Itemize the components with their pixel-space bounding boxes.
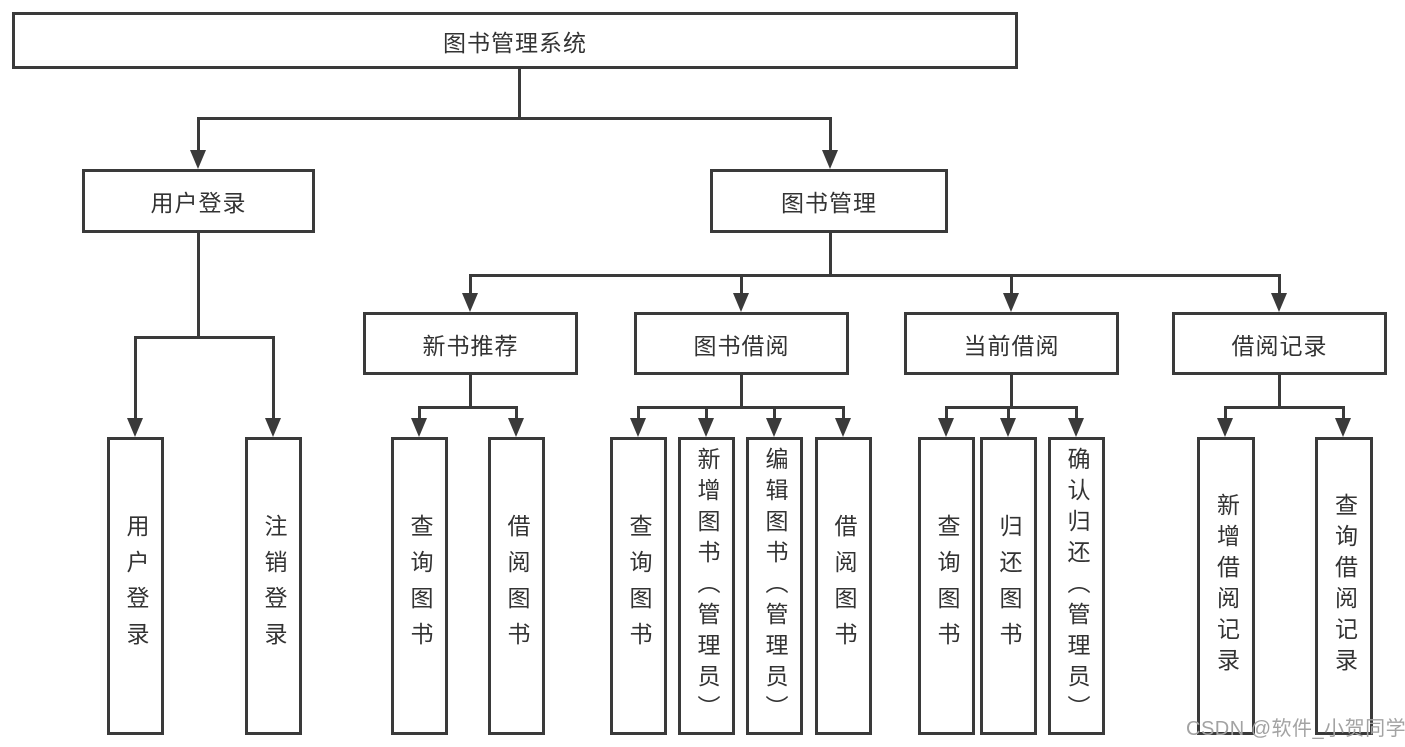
leaf-bb-add-book: 新增图书（管理员） [678,437,735,735]
arrow-to-current-borrow [1003,276,1020,312]
node-root-label: 图书管理系统 [443,29,587,56]
leaf-bb-borrow-book: 借阅图书 [815,437,872,735]
arrow-to-bb-add-book [698,408,715,437]
connector-borrow-records-stem [1278,375,1281,406]
arrow-to-user-login [189,119,207,169]
leaf-cb-query-book-label: 查询图书 [934,514,960,658]
leaf-user-login-label: 用户登录 [123,514,149,658]
node-book-borrow-label: 图书借阅 [693,332,790,359]
leaf-logout: 注销登录 [245,437,302,735]
leaf-rec-query-book-label: 查询图书 [407,514,433,658]
leaf-br-add-record: 新增借阅记录 [1197,437,1255,735]
connector-new-book-rec-span [418,406,518,409]
arrow-to-rec-query-book [411,408,428,437]
leaf-cb-return-book: 归还图书 [980,437,1037,735]
connector-user-login-stem [197,233,200,336]
node-borrow-records: 借阅记录 [1172,312,1387,375]
arrow-to-cb-query-book [938,408,955,437]
leaf-bb-borrow-book-label: 借阅图书 [831,514,857,658]
connector-book-mgmt-span [469,274,1281,277]
connector-book-borrow-stem [740,375,743,406]
connector-user-login-span [134,336,275,339]
connector-current-borrow-span [945,406,1078,409]
leaf-bb-query-book: 查询图书 [610,437,667,735]
csdn-watermark: CSDN @软件_小贺同学 [1186,718,1405,740]
arrow-to-cb-confirm-return [1068,408,1085,437]
leaf-cb-confirm-return-label: 确认归还（管理员） [1064,446,1090,726]
arrow-to-book-borrow [733,276,750,312]
connector-book-borrow-span [637,406,845,409]
arrow-to-br-query-record [1335,408,1352,437]
leaf-cb-query-book: 查询图书 [918,437,975,735]
arrow-to-new-book-rec [462,276,479,312]
leaf-br-add-record-label: 新增借阅记录 [1213,493,1240,679]
node-new-book-rec-label: 新书推荐 [422,332,519,359]
arrow-to-rec-borrow-book [508,408,525,437]
leaf-rec-borrow-book: 借阅图书 [488,437,545,735]
connector-current-borrow-stem [1010,375,1013,406]
node-new-book-rec: 新书推荐 [363,312,578,375]
connector-new-book-rec-stem [469,375,472,406]
node-book-mgmt: 图书管理 [710,169,948,233]
arrow-to-leaf-user-login [127,338,144,437]
arrow-to-bb-edit-book [766,408,783,437]
connector-borrow-records-span [1224,406,1345,409]
leaf-bb-add-book-label: 新增图书（管理员） [694,446,720,726]
arrow-to-borrow-records [1271,276,1288,312]
arrow-to-book-mgmt [821,119,839,169]
leaf-user-login: 用户登录 [107,437,164,735]
leaf-br-query-record-label: 查询借阅记录 [1331,493,1358,679]
node-current-borrow-label: 当前借阅 [963,332,1060,359]
node-borrow-records-label: 借阅记录 [1231,332,1328,359]
leaf-rec-borrow-book-label: 借阅图书 [504,514,530,658]
leaf-logout-label: 注销登录 [261,514,287,658]
connector-book-mgmt-stem [828,233,832,274]
leaf-cb-confirm-return: 确认归还（管理员） [1048,437,1105,735]
leaf-cb-return-book-label: 归还图书 [996,514,1022,658]
leaf-rec-query-book: 查询图书 [391,437,448,735]
connector-root-stem [518,68,521,117]
leaf-bb-query-book-label: 查询图书 [626,514,652,658]
leaf-br-query-record: 查询借阅记录 [1315,437,1373,735]
leaf-bb-edit-book: 编辑图书（管理员） [746,437,803,735]
leaf-bb-edit-book-label: 编辑图书（管理员） [762,446,788,726]
node-root: 图书管理系统 [12,12,1018,69]
node-book-borrow: 图书借阅 [634,312,849,375]
arrow-to-bb-borrow-book [835,408,852,437]
node-current-borrow: 当前借阅 [904,312,1119,375]
arrow-to-cb-return-book [1000,408,1017,437]
node-user-login: 用户登录 [82,169,315,233]
connector-root-span [197,117,832,120]
node-book-mgmt-label: 图书管理 [781,190,877,216]
node-user-login-label: 用户登录 [150,190,247,216]
arrow-to-bb-query-book [630,408,647,437]
arrow-to-leaf-logout [265,338,282,437]
arrow-to-br-add-record [1217,408,1234,437]
